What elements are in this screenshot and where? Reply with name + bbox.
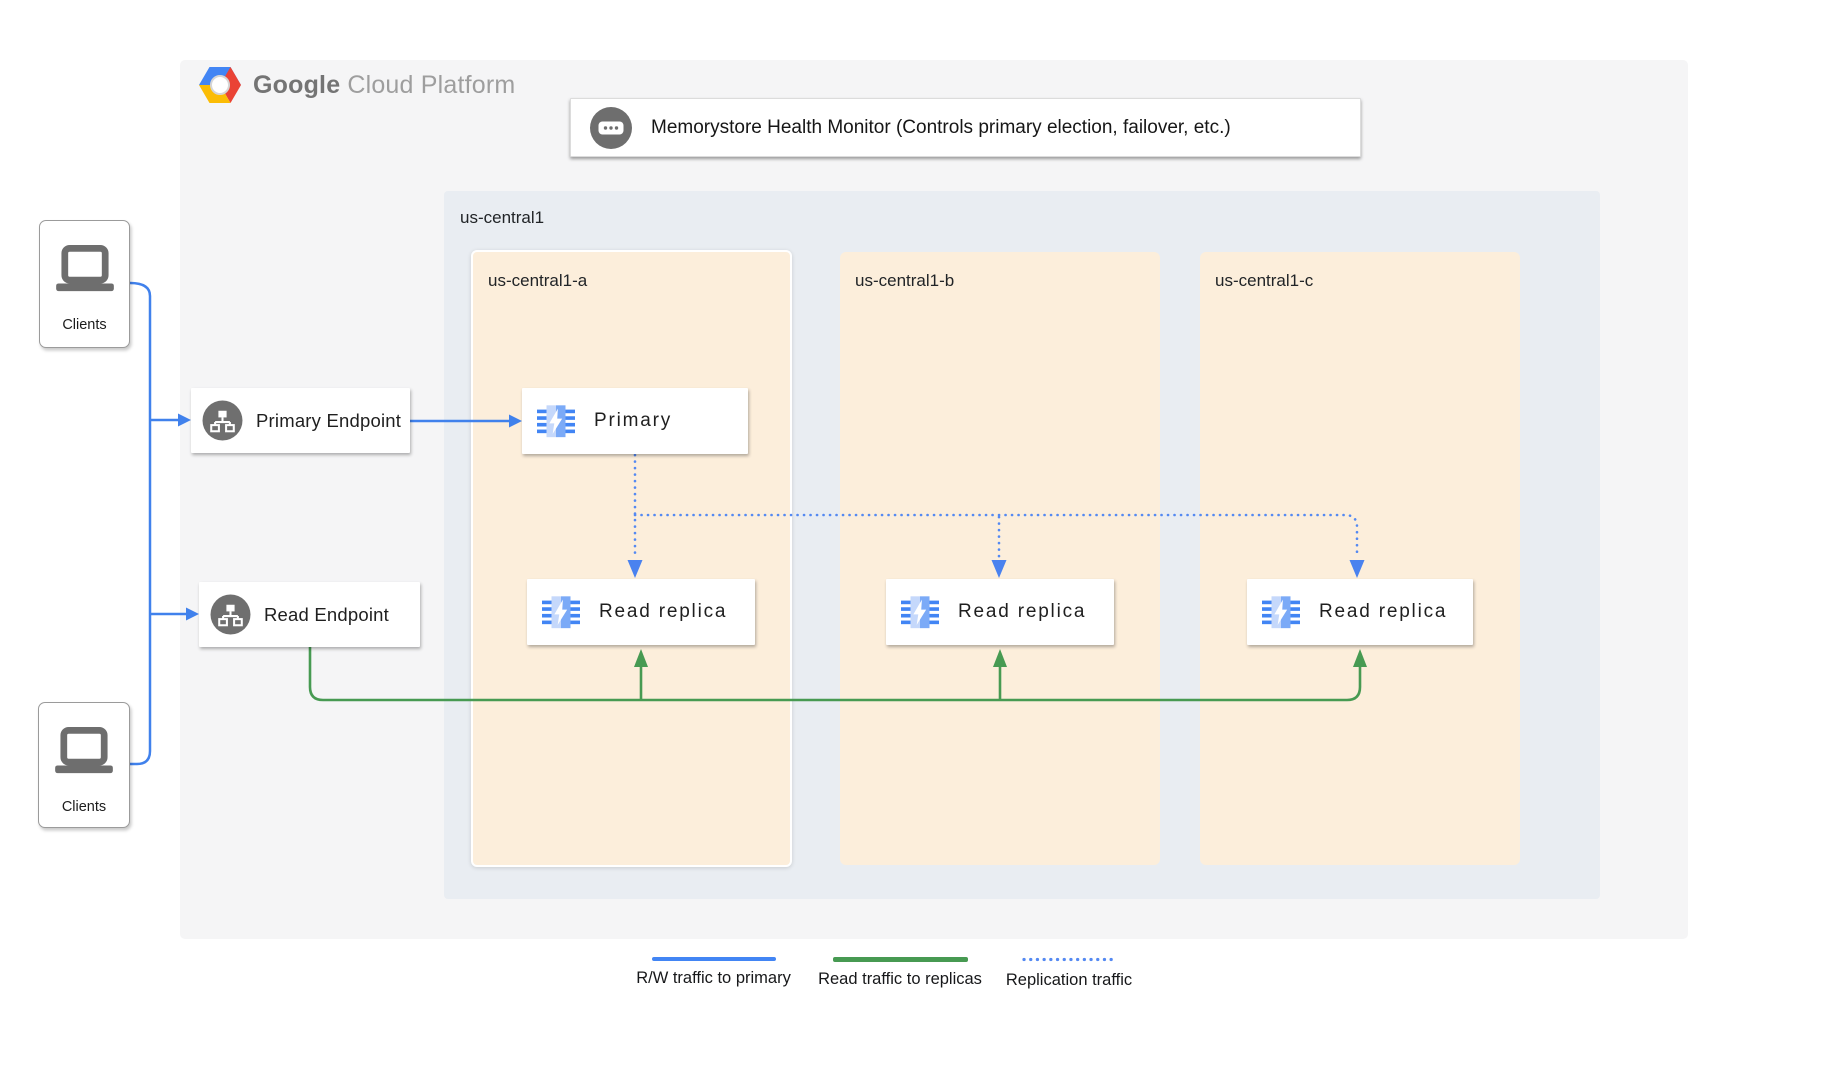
memorystore-icon bbox=[1262, 596, 1300, 629]
legend-green-line-swatch bbox=[832, 957, 968, 962]
brand-google: Google bbox=[253, 70, 341, 99]
clients-box-bottom: Clients bbox=[38, 702, 130, 828]
legend-dotted-line-swatch bbox=[1022, 957, 1116, 962]
gcp-logo: Google Cloud Platform bbox=[198, 66, 515, 104]
network-endpoint-icon bbox=[210, 594, 251, 635]
read-replica-c-box: Read replica bbox=[1247, 579, 1473, 645]
legend-item-read-traffic: Read traffic to replicas bbox=[818, 957, 982, 989]
zone-us-central1-c: us-central1-c bbox=[1200, 252, 1520, 865]
region-label: us-central1 bbox=[460, 208, 545, 227]
laptop-icon bbox=[55, 727, 113, 774]
primary-node-box: Primary bbox=[522, 388, 748, 454]
legend-label: Read traffic to replicas bbox=[818, 969, 982, 988]
read-endpoint-box: Read Endpoint bbox=[199, 582, 420, 647]
laptop-icon bbox=[55, 245, 114, 292]
memorystore-icon bbox=[901, 596, 939, 629]
memorystore-monitor-icon bbox=[590, 106, 632, 149]
clients-box-top: Clients bbox=[39, 220, 130, 348]
health-monitor-label: Memorystore Health Monitor (Controls pri… bbox=[651, 116, 1231, 138]
zone-a-label: us-central1-a bbox=[488, 271, 588, 290]
network-endpoint-icon bbox=[202, 400, 243, 441]
legend-label: Replication traffic bbox=[1005, 971, 1133, 989]
zone-b-label: us-central1-b bbox=[855, 271, 955, 290]
primary-endpoint-box: Primary Endpoint bbox=[191, 388, 410, 453]
clients-label: Clients bbox=[62, 317, 107, 333]
zone-us-central1-b: us-central1-b bbox=[840, 252, 1160, 865]
primary-node-label: Primary bbox=[594, 410, 673, 431]
memorystore-icon bbox=[537, 405, 575, 438]
health-monitor-box: Memorystore Health Monitor (Controls pri… bbox=[570, 98, 1361, 157]
legend-blue-line-swatch bbox=[651, 957, 776, 961]
brand-cloud-platform: Cloud Platform bbox=[347, 70, 516, 99]
legend-item-replication-traffic: Replication traffic bbox=[1006, 956, 1132, 990]
read-replica-b-label: Read replica bbox=[958, 601, 1087, 622]
read-replica-c-label: Read replica bbox=[1319, 601, 1448, 622]
gcp-hexagon-icon bbox=[199, 67, 241, 103]
legend-item-rw-traffic: R/W traffic to primary bbox=[636, 957, 791, 988]
memorystore-icon bbox=[542, 596, 580, 629]
read-replica-a-box: Read replica bbox=[527, 579, 755, 645]
read-replica-b-box: Read replica bbox=[886, 579, 1114, 645]
read-replica-a-label: Read replica bbox=[599, 601, 728, 622]
zone-c-label: us-central1-c bbox=[1215, 271, 1314, 290]
primary-endpoint-label: Primary Endpoint bbox=[256, 409, 402, 431]
clients-label: Clients bbox=[61, 799, 107, 815]
legend-label: R/W traffic to primary bbox=[636, 969, 791, 987]
zone-us-central1-a: us-central1-a bbox=[471, 250, 792, 867]
read-endpoint-label: Read Endpoint bbox=[264, 603, 389, 625]
